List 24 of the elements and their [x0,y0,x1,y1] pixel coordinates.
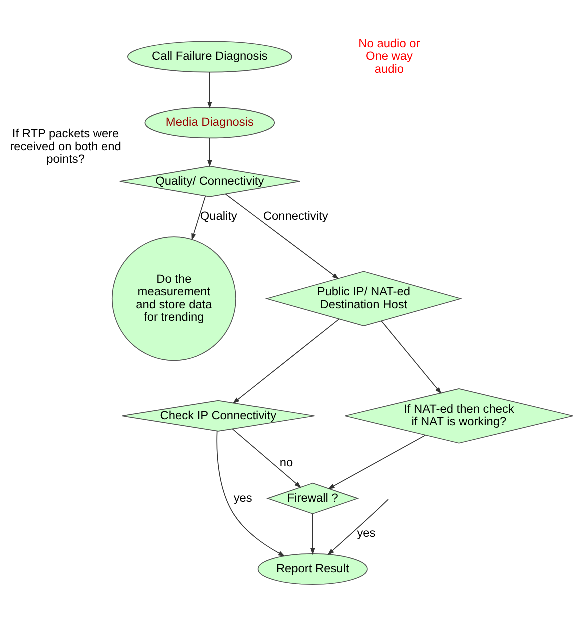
arrow [328,434,426,489]
node-diamond: Check IP Connectivity [122,400,316,432]
edge-label: Quality [200,208,238,223]
edge-label: no [280,455,294,469]
arrow [328,498,389,555]
arrow [208,71,212,108]
arrow [381,320,442,394]
edge-label: yes [357,526,376,540]
node-circle: Do the measurement and store data for trending [112,236,236,361]
arrow [192,195,206,240]
node-diamond: Quality/ Connectivity [120,165,300,197]
edge-label: Connectivity [263,208,328,223]
node-ellipse: Media Diagnosis [144,106,276,138]
arrow [225,193,340,279]
edge-label: yes [234,490,252,504]
arrow [216,430,286,556]
node-label: If RTP packets were received on both end points? [10,126,122,166]
arrow [310,513,316,555]
arrow [208,137,212,167]
node-ellipse: Call Failure Diagnosis [128,40,292,72]
label: No audio or One way audio [358,36,420,76]
arrow [232,428,302,488]
arrow [232,318,340,404]
node-ellipse: Report Result [258,553,368,585]
